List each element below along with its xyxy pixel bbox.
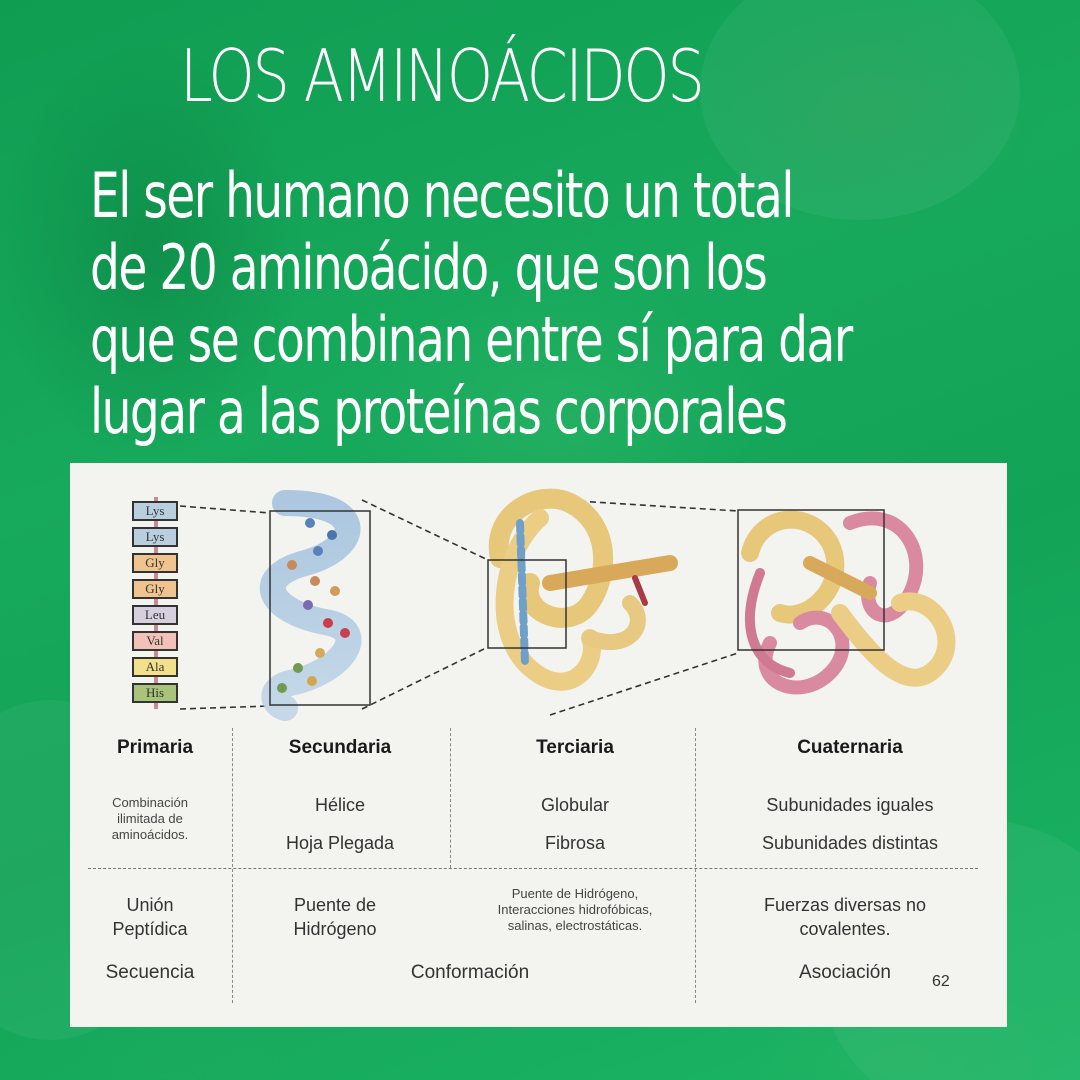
terciaria-type-globular: Globular — [540, 795, 610, 815]
protein-structure-diagram: Lys Lys Gly Gly Leu Val Ala His Primaria… — [70, 463, 1007, 1027]
amino-acid-lys: Lys — [132, 527, 178, 547]
level-conformacion: Conformación — [410, 962, 530, 983]
page-title: LOS AMINOÁCIDOS — [180, 34, 705, 118]
column-divider — [232, 728, 233, 1003]
quaternary-structure-illustration — [741, 510, 956, 695]
intro-line: que se combinan entre sí para dar — [90, 303, 853, 376]
level-asociacion: Asociación — [799, 962, 891, 983]
secundaria-type-sheet: Hoja Plegada — [285, 833, 395, 853]
amino-acid-chain: Lys Lys Gly Gly Leu Val Ala His — [132, 497, 180, 709]
heading-secundaria: Secundaria — [288, 737, 392, 758]
row-divider — [88, 868, 978, 869]
intro-line: El ser humano necesito un total — [90, 159, 794, 232]
secundaria-type-helix: Hélice — [314, 795, 366, 815]
intro-line: de 20 aminoácido, que son los — [90, 231, 768, 304]
amino-acid-his: His — [132, 683, 178, 703]
amino-acid-ala: Ala — [132, 657, 178, 677]
terciaria-bond: Puente de Hidrógeno, Interacciones hidro… — [497, 886, 653, 933]
column-divider — [450, 728, 451, 868]
amino-acid-gly: Gly — [132, 553, 178, 573]
cuaternaria-bond: Fuerzas diversas no covalentes. — [763, 895, 927, 939]
cuaternaria-type-distinct: Subunidades distintas — [761, 833, 939, 853]
amino-acid-val: Val — [132, 631, 178, 651]
amino-acid-gly: Gly — [132, 579, 178, 599]
column-divider — [695, 728, 696, 1003]
intro-line: lugar a las proteínas corporales — [90, 375, 788, 448]
peptide-backbone — [154, 497, 158, 709]
level-secuencia: Secuencia — [105, 962, 195, 983]
diagram-illustrations — [179, 488, 956, 721]
tertiary-structure-illustration — [488, 488, 678, 691]
primaria-description: Combinación ilimitada de aminoácidos. — [111, 795, 189, 842]
alpha-helix-illustration — [259, 490, 362, 721]
secundaria-bond: Puente de Hidrógeno — [293, 895, 377, 939]
terciaria-type-fibrous: Fibrosa — [544, 833, 606, 853]
background-leaf — [700, 0, 1020, 220]
intro-paragraph: El ser humano necesito un total de 20 am… — [90, 160, 926, 448]
amino-acid-lys: Lys — [132, 501, 178, 521]
amino-acid-leu: Leu — [132, 605, 178, 625]
page-number: 62 — [932, 973, 950, 990]
heading-primaria: Primaria — [116, 737, 194, 758]
cuaternaria-type-equal: Subunidades iguales — [766, 795, 934, 815]
primaria-bond: Unión Peptídica — [112, 895, 188, 939]
heading-terciaria: Terciaria — [536, 737, 614, 758]
heading-cuaternaria: Cuaternaria — [797, 737, 903, 758]
